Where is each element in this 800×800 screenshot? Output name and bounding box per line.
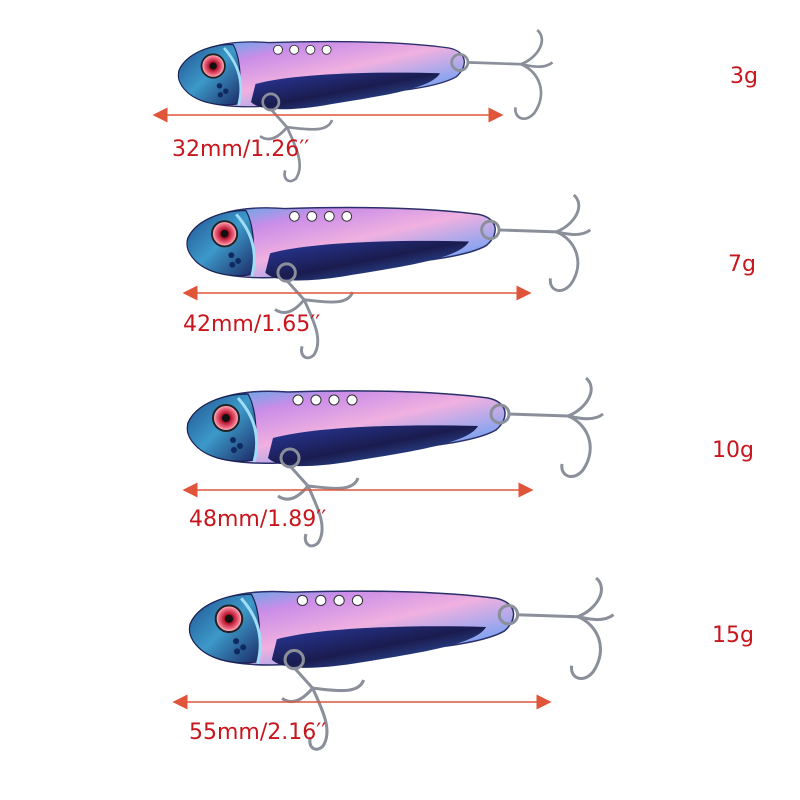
dimension-arrow-icon — [152, 107, 504, 123]
dimension-label: 32mm/1.26′′ — [172, 137, 310, 162]
lure-row-4: 55mm/2.16′′ 15g — [0, 0, 800, 751]
dimension-arrow-icon — [182, 285, 532, 301]
dimension-label: 55mm/2.16′′ — [189, 720, 327, 745]
weight-label: 15g — [712, 623, 754, 648]
lure-row-3: 48mm/1.89′′ 10g — [0, 0, 800, 548]
fishing-lure-icon — [185, 376, 605, 548]
dimension-label: 48mm/1.89′′ — [189, 507, 327, 532]
dimension-arrow-icon — [172, 694, 552, 710]
dimension-label: 42mm/1.65′′ — [183, 312, 321, 337]
lure-row-1: 32mm/1.26′′ 3g — [0, 0, 800, 200]
lure-row-2: 42mm/1.65′′ 7g — [0, 0, 800, 360]
fishing-lure-icon — [187, 576, 616, 751]
weight-label: 7g — [728, 252, 756, 277]
weight-label: 3g — [730, 64, 758, 89]
dimension-arrow-icon — [182, 482, 534, 498]
weight-label: 10g — [712, 438, 754, 463]
